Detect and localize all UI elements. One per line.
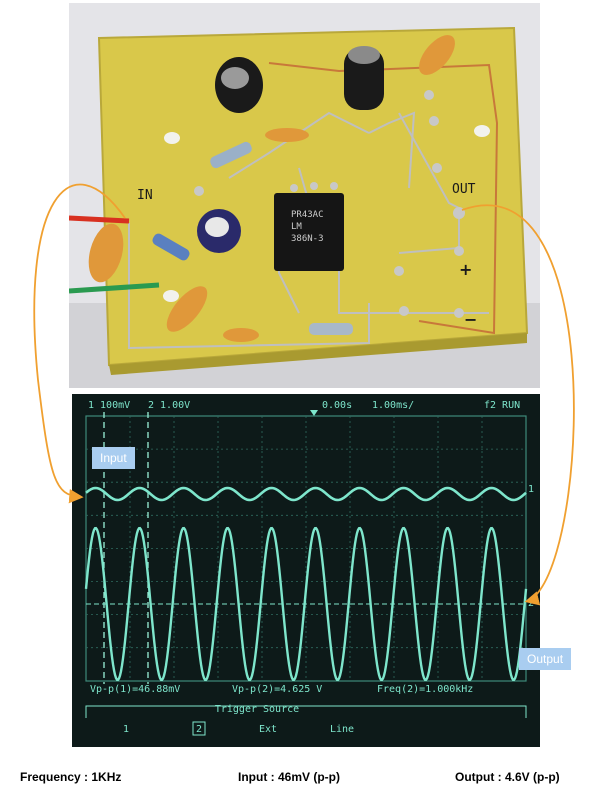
electrolytic-capacitor-2 <box>344 46 384 110</box>
input-waveform <box>85 486 527 502</box>
mounting-hole <box>163 290 179 302</box>
label-out: OUT <box>452 182 476 197</box>
ch2-marker: 2 <box>528 598 534 609</box>
ch1-scale: 1 100mV <box>88 400 130 411</box>
resistor-2 <box>152 233 190 261</box>
selected-option-box <box>192 721 206 736</box>
output-waveform <box>84 526 528 682</box>
resistor-1 <box>210 141 252 169</box>
lm386-chip: PR43AC LM 386N-3 <box>274 193 344 271</box>
circuit-board-photo: PR43AC LM 386N-3 IN OUT + − <box>69 3 540 388</box>
measurement-freq: Freq(2)=1.000kHz <box>377 684 473 695</box>
red-input-lead <box>69 215 130 224</box>
solder-pads <box>194 90 465 318</box>
label-in: IN <box>137 188 153 203</box>
trigger-option-1[interactable]: 1 <box>123 724 129 735</box>
mounting-hole <box>474 125 490 137</box>
trigger-source-title: Trigger Source <box>215 704 299 715</box>
scope-grid <box>86 416 526 681</box>
electrolytic-capacitor-1 <box>215 57 263 113</box>
trigger-delay: 0.00s <box>322 400 352 411</box>
output-callout: Output <box>519 648 572 670</box>
oscilloscope-screen: 1 100mV 2 1.00V 0.00s 1.00ms/ f2 RUN 1 2… <box>72 394 540 747</box>
label-plus: + <box>459 260 472 279</box>
output-caption: Output : 4.6V (p-p) <box>455 770 560 784</box>
chip-marking-line1: PR43AC <box>291 210 324 220</box>
trigger-option-line[interactable]: Line <box>330 724 354 735</box>
input-callout: Input <box>92 447 135 469</box>
timebase: 1.00ms/ <box>372 400 414 411</box>
softkey-menu-frame <box>85 705 527 718</box>
resistor-3 <box>309 323 353 335</box>
ch2-scale: 2 1.00V <box>148 400 190 411</box>
input-caption: Input : 46mV (p-p) <box>238 770 340 784</box>
chip-marking-line2: LM <box>291 222 302 232</box>
ch1-marker: 1 <box>528 484 534 495</box>
frequency-caption: Frequency : 1KHz <box>20 770 122 784</box>
trigger-option-ext[interactable]: Ext <box>259 724 277 735</box>
chip-marking-line3: 386N-3 <box>291 234 324 244</box>
trigger-marker <box>310 410 318 416</box>
measurement-vpp1: Vp-p(1)=46.88mV <box>90 684 180 695</box>
label-minus: − <box>464 310 477 329</box>
run-status: f2 RUN <box>484 400 520 411</box>
electrolytic-capacitor-3 <box>197 209 241 253</box>
trigger-option-2[interactable]: 2 <box>196 724 202 735</box>
measurement-vpp2: Vp-p(2)=4.625 V <box>232 684 322 695</box>
mounting-hole <box>164 132 180 144</box>
